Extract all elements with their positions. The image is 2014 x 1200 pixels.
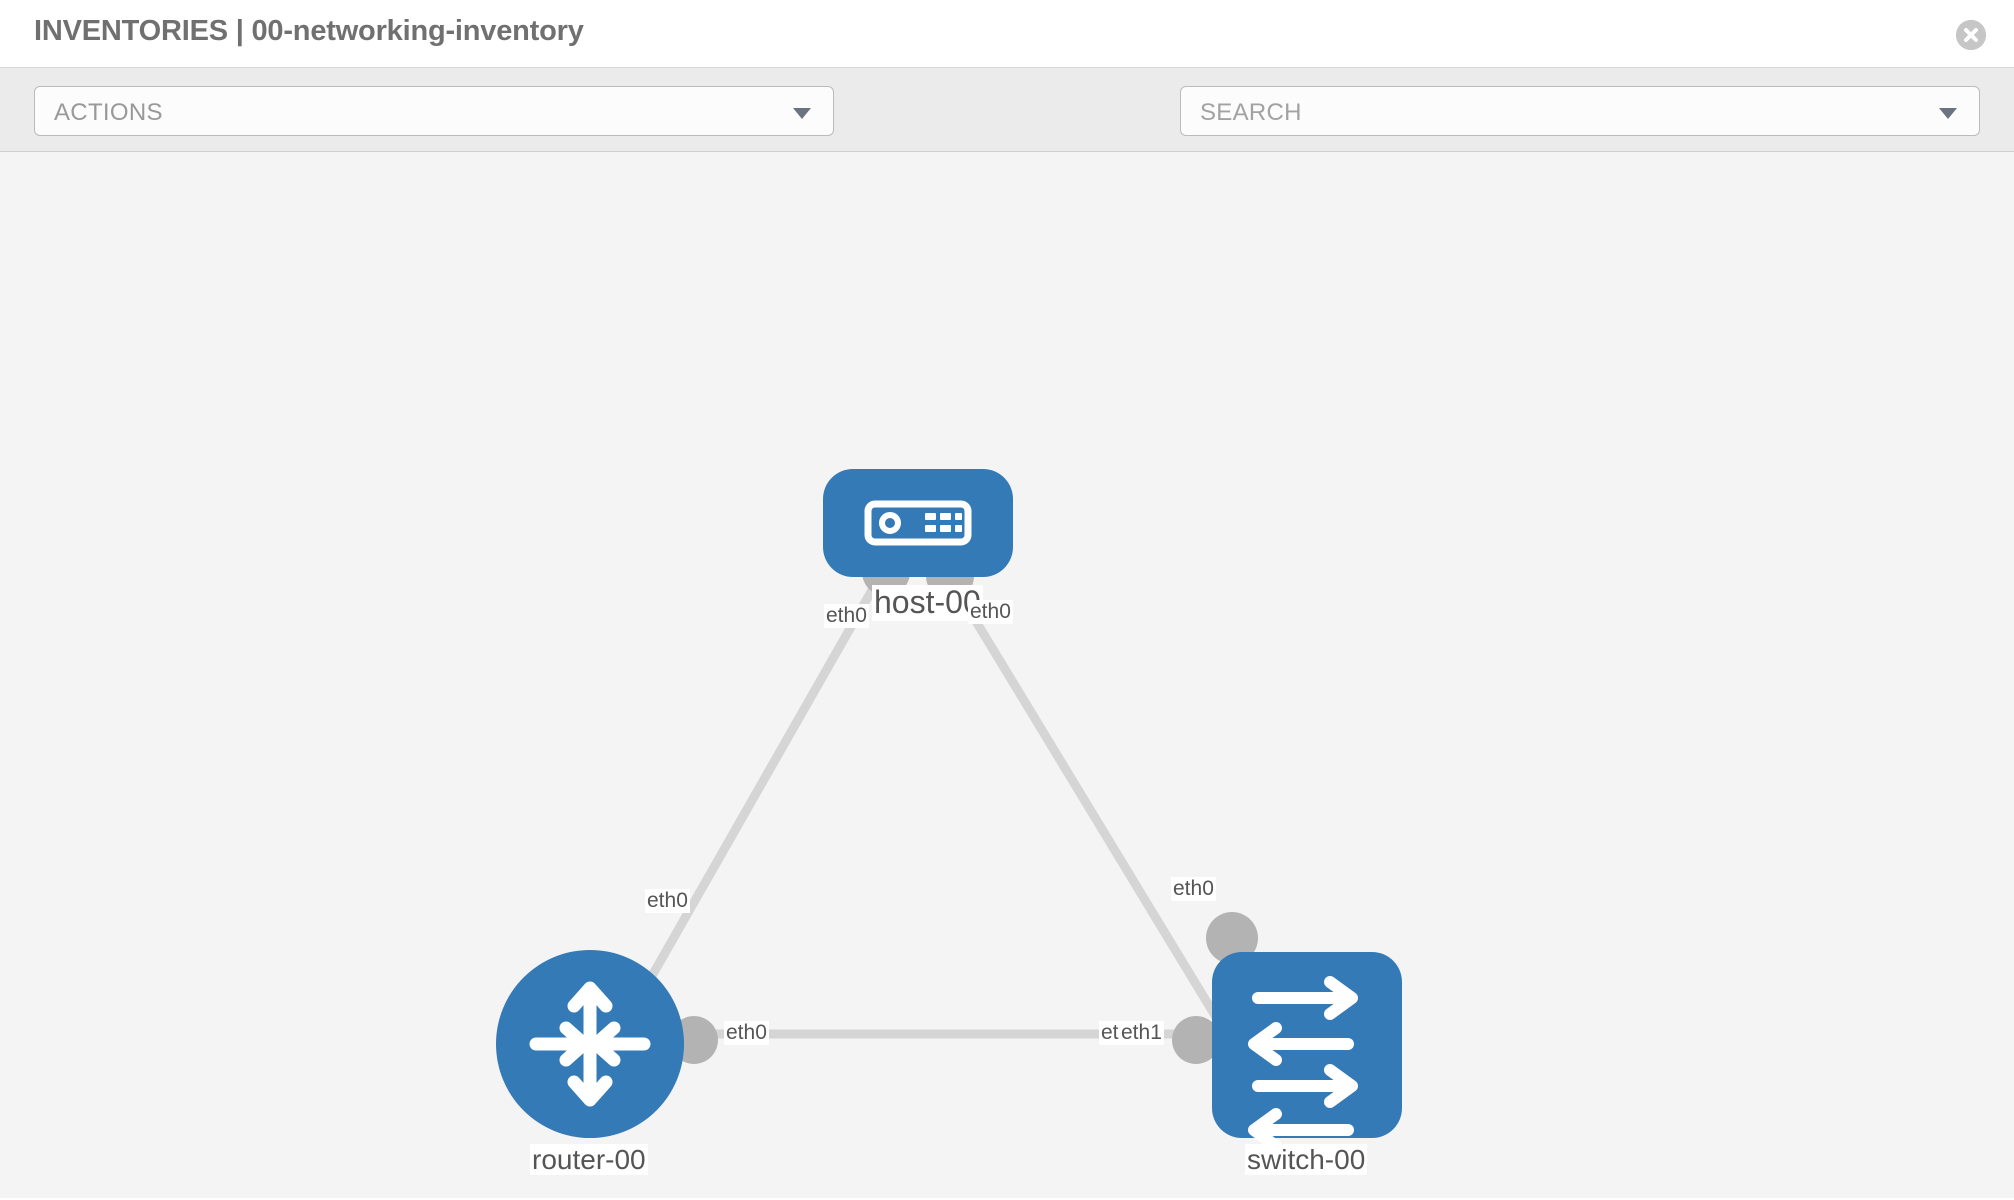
edge-host-switch — [936, 559, 1229, 1035]
page-header: INVENTORIES | 00-networking-inventory — [0, 0, 2014, 68]
topology-ports — [670, 548, 1258, 1064]
port-switch-left — [1172, 1016, 1220, 1064]
topology-edges — [616, 559, 1229, 1039]
port-switch-up — [1206, 912, 1258, 964]
node-label-host: host-00 — [872, 584, 983, 621]
search-placeholder: SEARCH — [1200, 99, 1302, 126]
edge-label-host-right: eth0 — [968, 600, 1013, 625]
edge-label-router-uplink: eth0 — [645, 889, 690, 914]
search-input[interactable]: SEARCH — [1180, 86, 1980, 136]
topology-canvas[interactable]: host-00 router-00 switch-00 eth0 eth0 et… — [0, 152, 2014, 1198]
close-icon[interactable] — [1956, 20, 1986, 50]
topology-graph — [496, 469, 1402, 1152]
chevron-down-icon — [793, 108, 811, 119]
chevron-down-icon[interactable] — [1939, 108, 1957, 119]
actions-dropdown[interactable]: ACTIONS — [34, 86, 834, 136]
edge-label-switch-uplink: eth0 — [1171, 877, 1216, 902]
node-label-switch: switch-00 — [1245, 1144, 1368, 1176]
node-switch-00[interactable] — [1212, 952, 1402, 1152]
edge-label-host-left: eth0 — [824, 604, 869, 629]
node-host-00[interactable] — [823, 469, 1013, 577]
toolbar: ACTIONS SEARCH — [0, 68, 2014, 195]
node-router-00[interactable] — [496, 950, 684, 1138]
edge-host-router — [616, 559, 892, 1035]
page-title: INVENTORIES | 00-networking-inventory — [34, 15, 584, 47]
node-label-router: router-00 — [530, 1144, 648, 1176]
edge-label-switch-left: eth1 — [1119, 1021, 1164, 1046]
actions-dropdown-label: ACTIONS — [54, 99, 163, 126]
edge-label-router-right: eth0 — [724, 1021, 769, 1046]
